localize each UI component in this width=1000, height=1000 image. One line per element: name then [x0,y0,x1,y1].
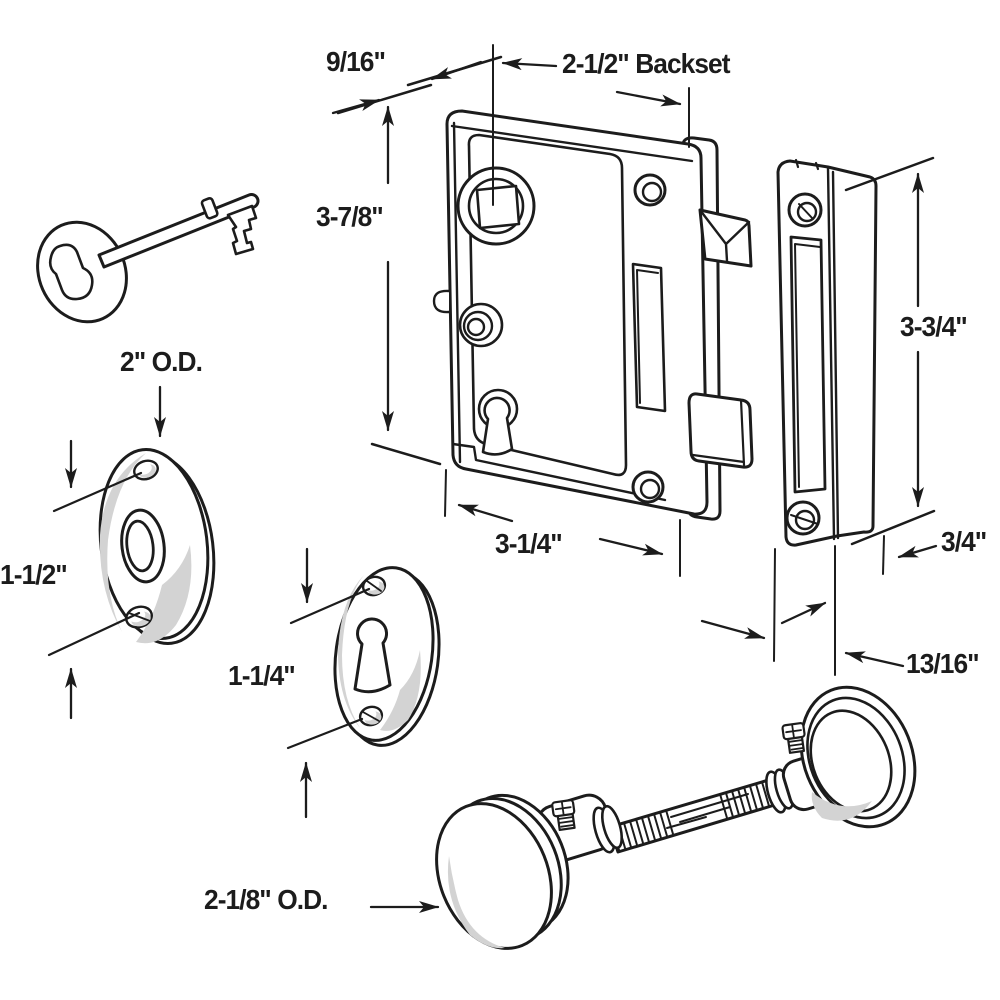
dimension-annotations [47,44,938,913]
rosette-shading-right [136,545,192,644]
dim-label-backset: 2-1/2" Backset [562,48,731,79]
rosette-shading-left [99,453,146,632]
dim-label-strike-side-depth: 3/4" [941,526,987,557]
dim-label-rosette-spacing: 1-1/2" [0,559,68,590]
dim-label-knob-od: 2-1/8" O.D. [204,884,328,915]
strike-slot [789,235,827,494]
escutcheon-shading-right [380,650,421,731]
escutcheon-shading-left [338,575,364,728]
knob-assembly-illustration [435,685,917,950]
dim-label-lock-edge-width: 9/16" [326,46,386,77]
key-bow-cutout [48,243,94,301]
escutcheon-illustration [333,566,441,747]
left-knob [435,793,624,950]
escutcheon-keyhole [353,617,392,694]
escutcheon-screw-hole-top [361,575,387,597]
lock-case-illustration [432,109,754,521]
dim-label-strike-face-width: 13/16" [906,648,980,679]
lock-front-panel [467,133,628,477]
skeleton-key-illustration [36,193,260,324]
rosette-illustration [98,447,216,646]
right-set-screw [781,722,806,754]
lock-screw-hole-top [633,173,667,207]
rosette-screw-hole-top [133,459,159,481]
dim-label-case-height: 3-7/8" [316,201,384,232]
right-knob-shading [811,792,872,821]
strike-plate-outline [776,159,878,547]
lock-screw-hole-bottom [631,470,665,504]
lock-slot [631,262,667,413]
keyhole [481,396,514,456]
left-set-screw [551,799,576,832]
dim-label-rosette-od: 2" O.D. [120,346,203,377]
dim-label-case-width: 3-1/4" [495,528,563,559]
strike-plate-illustration [776,158,878,547]
key-collar [200,197,219,220]
dim-label-escutcheon-spacing: 1-1/4" [228,660,296,691]
key-bit [226,204,258,256]
rosette-screw-hole-bottom [125,605,153,629]
dead-bolt [687,392,754,469]
escutcheon-screw-hole-bottom [358,705,384,727]
dim-label-strike-height: 3-3/4" [900,311,968,342]
lock-side-hook [432,289,451,314]
right-knob [765,685,917,829]
spindle-square-hole [475,184,521,230]
